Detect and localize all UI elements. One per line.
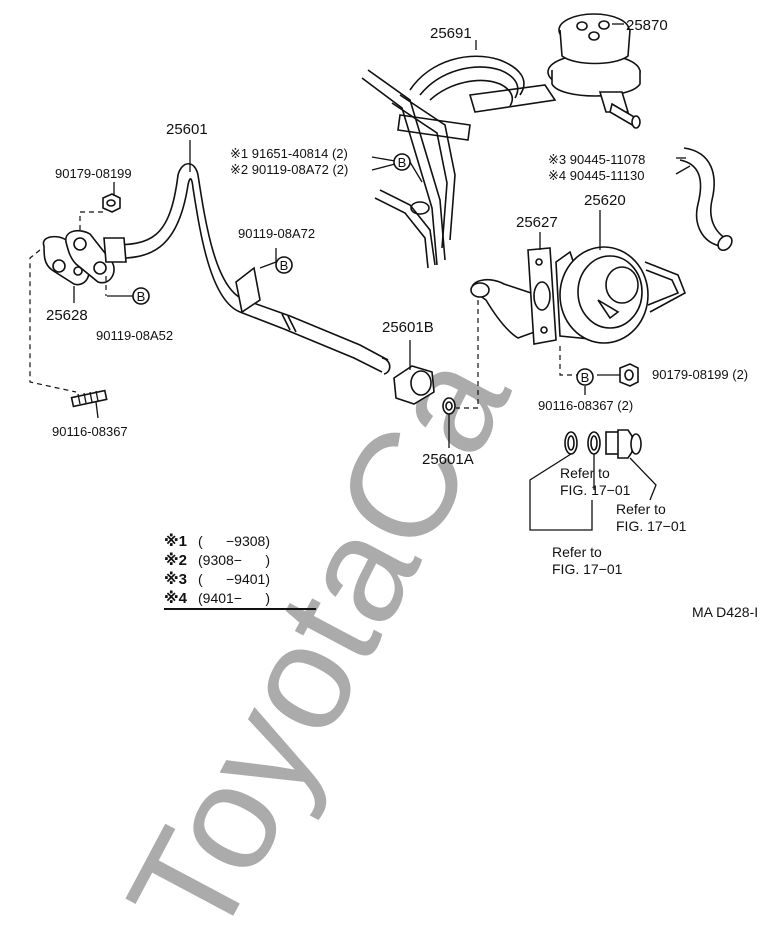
refer-label-1-line1: Refer to <box>560 465 610 481</box>
refer-label-3-line2: FIG. 17−01 <box>552 561 623 577</box>
label-90445-11130: ※4 90445-11130 <box>548 168 644 183</box>
refer-label-1-line2: FIG. 17−01 <box>560 482 631 498</box>
union-nut-25601b <box>393 365 435 405</box>
stud-90116-08367 <box>70 389 108 408</box>
refer-label-2-line2: FIG. 17−01 <box>616 518 687 534</box>
gasket-25627 <box>527 247 557 345</box>
bracket-tube-assembly-25691 <box>361 55 557 269</box>
label-90119-08a72: 90119-08A72 <box>238 226 315 241</box>
label-25601a: 25601A <box>422 451 474 468</box>
pipe-25601 <box>109 162 391 375</box>
legend-range-4: (9401− ) <box>198 590 270 606</box>
vacuum-modulator-25870 <box>547 13 641 129</box>
legend-range-2: (9308− ) <box>198 552 270 568</box>
leader-lines <box>73 23 691 531</box>
o-ring-middle <box>587 431 601 455</box>
legend-mark-2: ※2 <box>164 551 187 569</box>
svg-text:B: B <box>581 370 590 385</box>
label-25628: 25628 <box>46 307 88 324</box>
nut-90179-08199 <box>102 193 121 213</box>
label-25627: 25627 <box>516 214 558 231</box>
o-ring-left <box>564 431 578 455</box>
label-90119-08a52: 90119-08A52 <box>96 328 173 343</box>
refer-label-3-line1: Refer to <box>552 544 602 560</box>
figure-code: MA D428-I <box>692 604 758 620</box>
label-25620: 25620 <box>584 192 626 209</box>
gasket-25628 <box>42 235 90 286</box>
watermark: ToyotaCa <box>95 326 541 946</box>
label-90116-08367-2: 90116-08367 (2) <box>538 398 633 413</box>
label-25601b: 25601B <box>382 319 434 336</box>
label-90119-08a72-2: ※2 90119-08A72 (2) <box>230 162 348 177</box>
legend-range-3: ( −9401) <box>198 571 270 587</box>
label-90116-08367: 90116-08367 <box>52 424 128 439</box>
legend-range-1: ( −9308) <box>198 533 270 549</box>
legend-mark-1: ※1 <box>164 532 187 550</box>
egr-valve-25620 <box>555 246 687 344</box>
label-90179-08199: 90179-08199 <box>55 166 132 181</box>
label-90179-08199-2: 90179-08199 (2) <box>652 367 748 382</box>
flange <box>65 229 127 284</box>
svg-text:B: B <box>398 155 407 170</box>
label-91651-40814: ※1 91651-40814 (2) <box>230 146 348 161</box>
label-90445-11078: ※3 90445-11078 <box>548 152 645 167</box>
bolt-marker-1: B <box>393 153 411 171</box>
label-25601: 25601 <box>166 121 208 138</box>
dashed-lines <box>29 211 578 409</box>
elbow-pipe <box>470 278 541 339</box>
label-25870: 25870 <box>626 17 668 34</box>
bolt-marker-3: B <box>132 287 150 305</box>
nut-90179-08199-2 <box>619 363 639 387</box>
bolt-marker-2: B <box>275 256 293 274</box>
legend: ※1 ( −9308) ※2 (9308− ) ※3 ( −9401) ※4 (… <box>164 532 316 610</box>
legend-mark-4: ※4 <box>164 589 188 607</box>
union-fitting <box>605 429 642 459</box>
bolt-marker-4: B <box>576 368 594 386</box>
label-25691: 25691 <box>430 25 472 42</box>
refer-label-2-line1: Refer to <box>616 501 666 517</box>
svg-text:B: B <box>137 289 146 304</box>
svg-text:B: B <box>280 258 289 273</box>
vacuum-hose-90445 <box>679 147 733 252</box>
legend-mark-3: ※3 <box>164 570 187 588</box>
gasket-25601a <box>442 397 456 415</box>
